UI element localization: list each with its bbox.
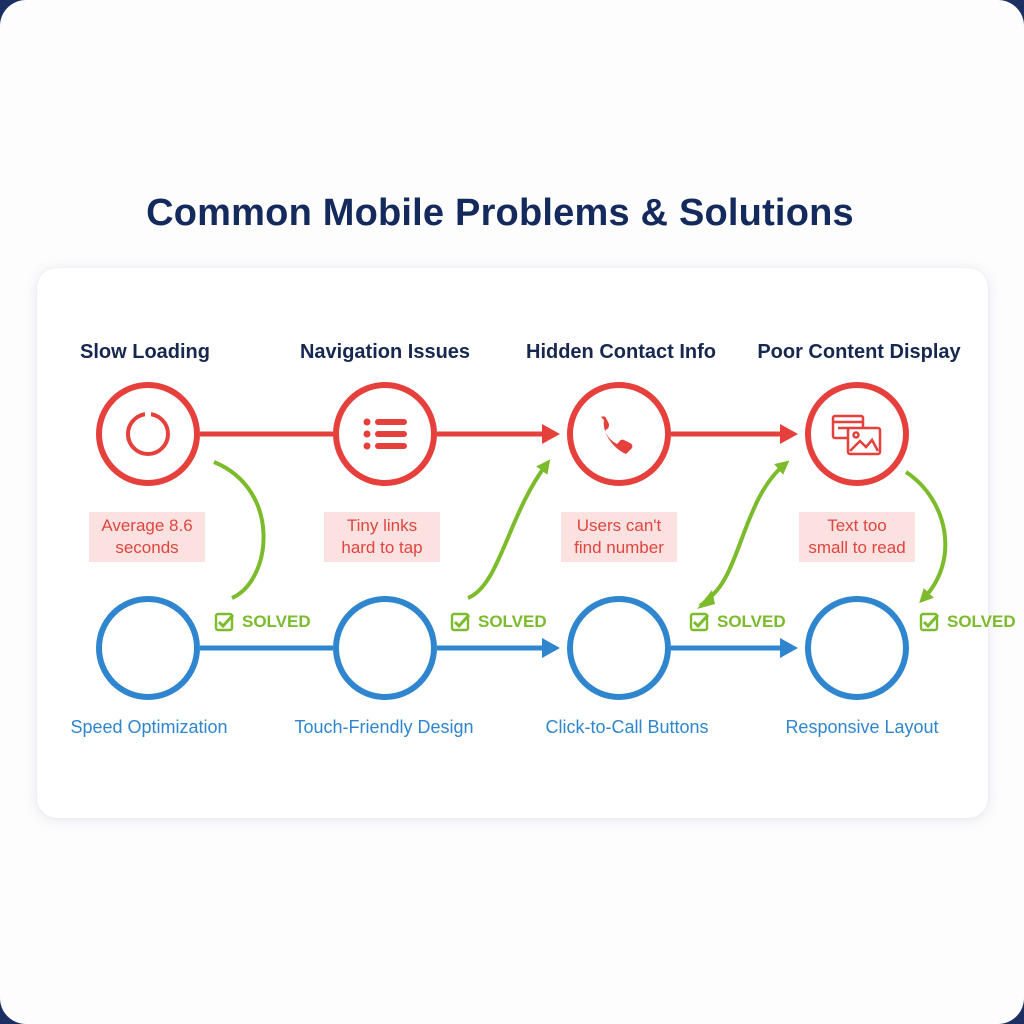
- solved-badge-1: SOLVED: [214, 611, 311, 633]
- phone-icon: [601, 416, 633, 454]
- solution-node-2: [333, 596, 437, 700]
- solved-badge-4: SOLVED: [919, 611, 1016, 633]
- checkbox-check-icon: [689, 612, 710, 632]
- problem-arrowhead-2: [542, 424, 560, 444]
- problem-description-1: Average 8.6 seconds: [89, 512, 205, 562]
- problem-arrowhead-3: [780, 424, 798, 444]
- loading-ring-icon: [126, 410, 170, 456]
- solution-title-2: Touch-Friendly Design: [294, 717, 474, 737]
- problem-title-4: Poor Content Display: [757, 341, 961, 363]
- solution-title-1: Speed Optimization: [70, 717, 228, 737]
- problem-title-3: Hidden Contact Info: [526, 341, 716, 363]
- solved-label: SOLVED: [717, 612, 786, 631]
- problem-description-4: Text too small to read: [799, 512, 915, 562]
- problem-node-1: [96, 382, 200, 486]
- menu-list-icon: [363, 418, 407, 450]
- solution-node-1: [96, 596, 200, 700]
- solved-label: SOLVED: [478, 612, 547, 631]
- solved-curve-3: [704, 460, 790, 602]
- checkbox-check-icon: [214, 612, 235, 632]
- checkbox-check-icon: [450, 612, 471, 632]
- solution-title-4: Responsive Layout: [785, 717, 939, 737]
- solved-label: SOLVED: [242, 612, 311, 631]
- problem-title-1: Slow Loading: [80, 341, 210, 363]
- solution-node-3: [567, 596, 671, 700]
- problem-description-2: Tiny links hard to tap: [324, 512, 440, 562]
- problem-node-3: [567, 382, 671, 486]
- solved-curve-3-tailhead: [697, 590, 715, 609]
- problem-title-2: Navigation Issues: [299, 341, 471, 363]
- solution-title-3: Click-to-Call Buttons: [545, 717, 709, 737]
- solution-arrowhead-3: [780, 638, 798, 658]
- checkbox-check-icon: [919, 612, 940, 632]
- solved-curve-2: [467, 459, 551, 600]
- solved-badge-3: SOLVED: [689, 611, 786, 633]
- solved-curve-1: [213, 460, 266, 600]
- solution-arrowhead-2: [542, 638, 560, 658]
- solved-curve-4: [904, 470, 948, 604]
- solved-label: SOLVED: [947, 612, 1016, 631]
- solved-badge-2: SOLVED: [450, 611, 547, 633]
- image-window-icon: [831, 414, 882, 456]
- page-title: Common Mobile Problems & Solutions: [146, 192, 854, 234]
- solution-node-4: [805, 596, 909, 700]
- problem-description-3: Users can't find number: [561, 512, 677, 562]
